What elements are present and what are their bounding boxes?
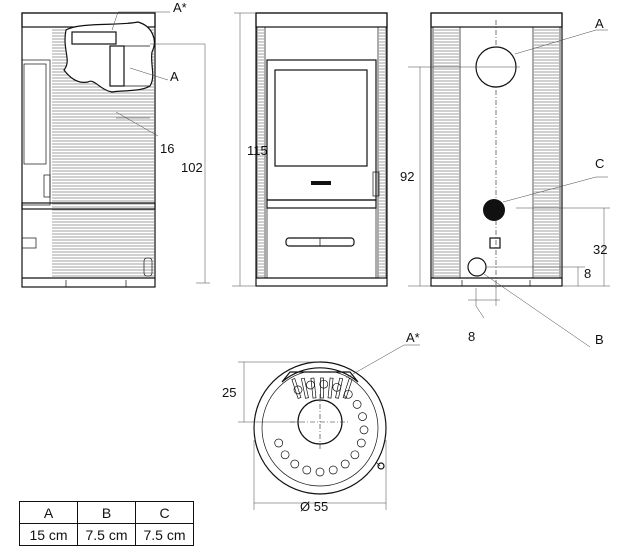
rear-socket <box>489 237 501 249</box>
dim-back-bottom-height: 8 <box>584 266 591 281</box>
dim-total-height: 115 <box>247 143 268 158</box>
louvre-slot <box>342 378 353 399</box>
air-hole <box>280 450 290 460</box>
table-header-cell: A <box>19 501 78 524</box>
louvre-slot <box>327 377 334 399</box>
label-a-star-top: A* <box>173 0 187 15</box>
cutaway-outlet <box>63 21 155 93</box>
back-side-hatching <box>434 29 559 277</box>
air-hole <box>352 400 362 409</box>
air-hole <box>290 459 300 469</box>
table-row: 15 cm 7.5 cm 7.5 cm <box>19 523 194 546</box>
fire-window <box>274 69 368 167</box>
table-value-cell: 15 cm <box>19 523 78 546</box>
dim-back-bottom-width: 8 <box>468 329 475 344</box>
air-hole <box>350 450 360 460</box>
air-hole <box>293 385 303 395</box>
air-hole <box>306 380 315 390</box>
label-a-back: A <box>595 16 604 31</box>
table-header-row: A B C <box>19 501 194 524</box>
air-hole <box>358 412 367 421</box>
air-hole <box>328 465 338 475</box>
louvre-slot <box>335 377 344 399</box>
back-view: A C B 92 32 8 8 <box>400 12 610 348</box>
dim-side-outlet-height: 102 <box>181 160 203 175</box>
table-header-cell: C <box>135 501 194 524</box>
air-hole <box>319 379 329 389</box>
dim-side-offset: 16 <box>160 141 174 156</box>
dim-back-inlet-height: 32 <box>593 242 607 257</box>
air-hole <box>356 438 366 448</box>
plan-air-louvres <box>291 377 353 399</box>
door-frame <box>266 59 377 201</box>
front-view: 115 <box>232 12 388 287</box>
top-outlet-pipe <box>71 31 117 45</box>
table-header-cell: B <box>77 501 136 524</box>
air-hole <box>315 467 325 477</box>
plan-air-holes <box>274 379 369 477</box>
air-hole <box>359 425 369 435</box>
air-hole <box>340 459 350 469</box>
air-inlet <box>483 199 505 221</box>
table-value-cell: 7.5 cm <box>135 523 194 546</box>
door-handle <box>311 181 331 185</box>
louvre-slot <box>300 377 309 399</box>
front-side-hatching <box>258 29 385 277</box>
dim-plan-depth: 25 <box>222 385 236 400</box>
louvre-slot <box>310 377 317 399</box>
plan-view: A* 25 Ø 55 <box>222 330 420 514</box>
air-hole <box>343 389 353 399</box>
label-b-back: B <box>595 332 604 347</box>
label-a-star-plan: A* <box>406 330 420 345</box>
air-hole <box>302 465 312 475</box>
air-hole <box>274 438 284 448</box>
label-c-back: C <box>595 156 604 171</box>
air-hole <box>332 382 342 392</box>
label-a-side: A <box>170 69 179 84</box>
dim-back-outlet-height: 92 <box>400 169 414 184</box>
dim-plan-diameter: Ø 55 <box>300 499 328 514</box>
rear-bottom-connection <box>467 257 487 277</box>
louvre-slot <box>291 378 302 399</box>
table-value-cell: 7.5 cm <box>77 523 136 546</box>
side-outlet-pipe <box>109 45 125 87</box>
side-view: A* A 16 102 <box>21 0 210 288</box>
connection-size-table: A B C 15 cm 7.5 cm 7.5 cm <box>19 501 194 546</box>
